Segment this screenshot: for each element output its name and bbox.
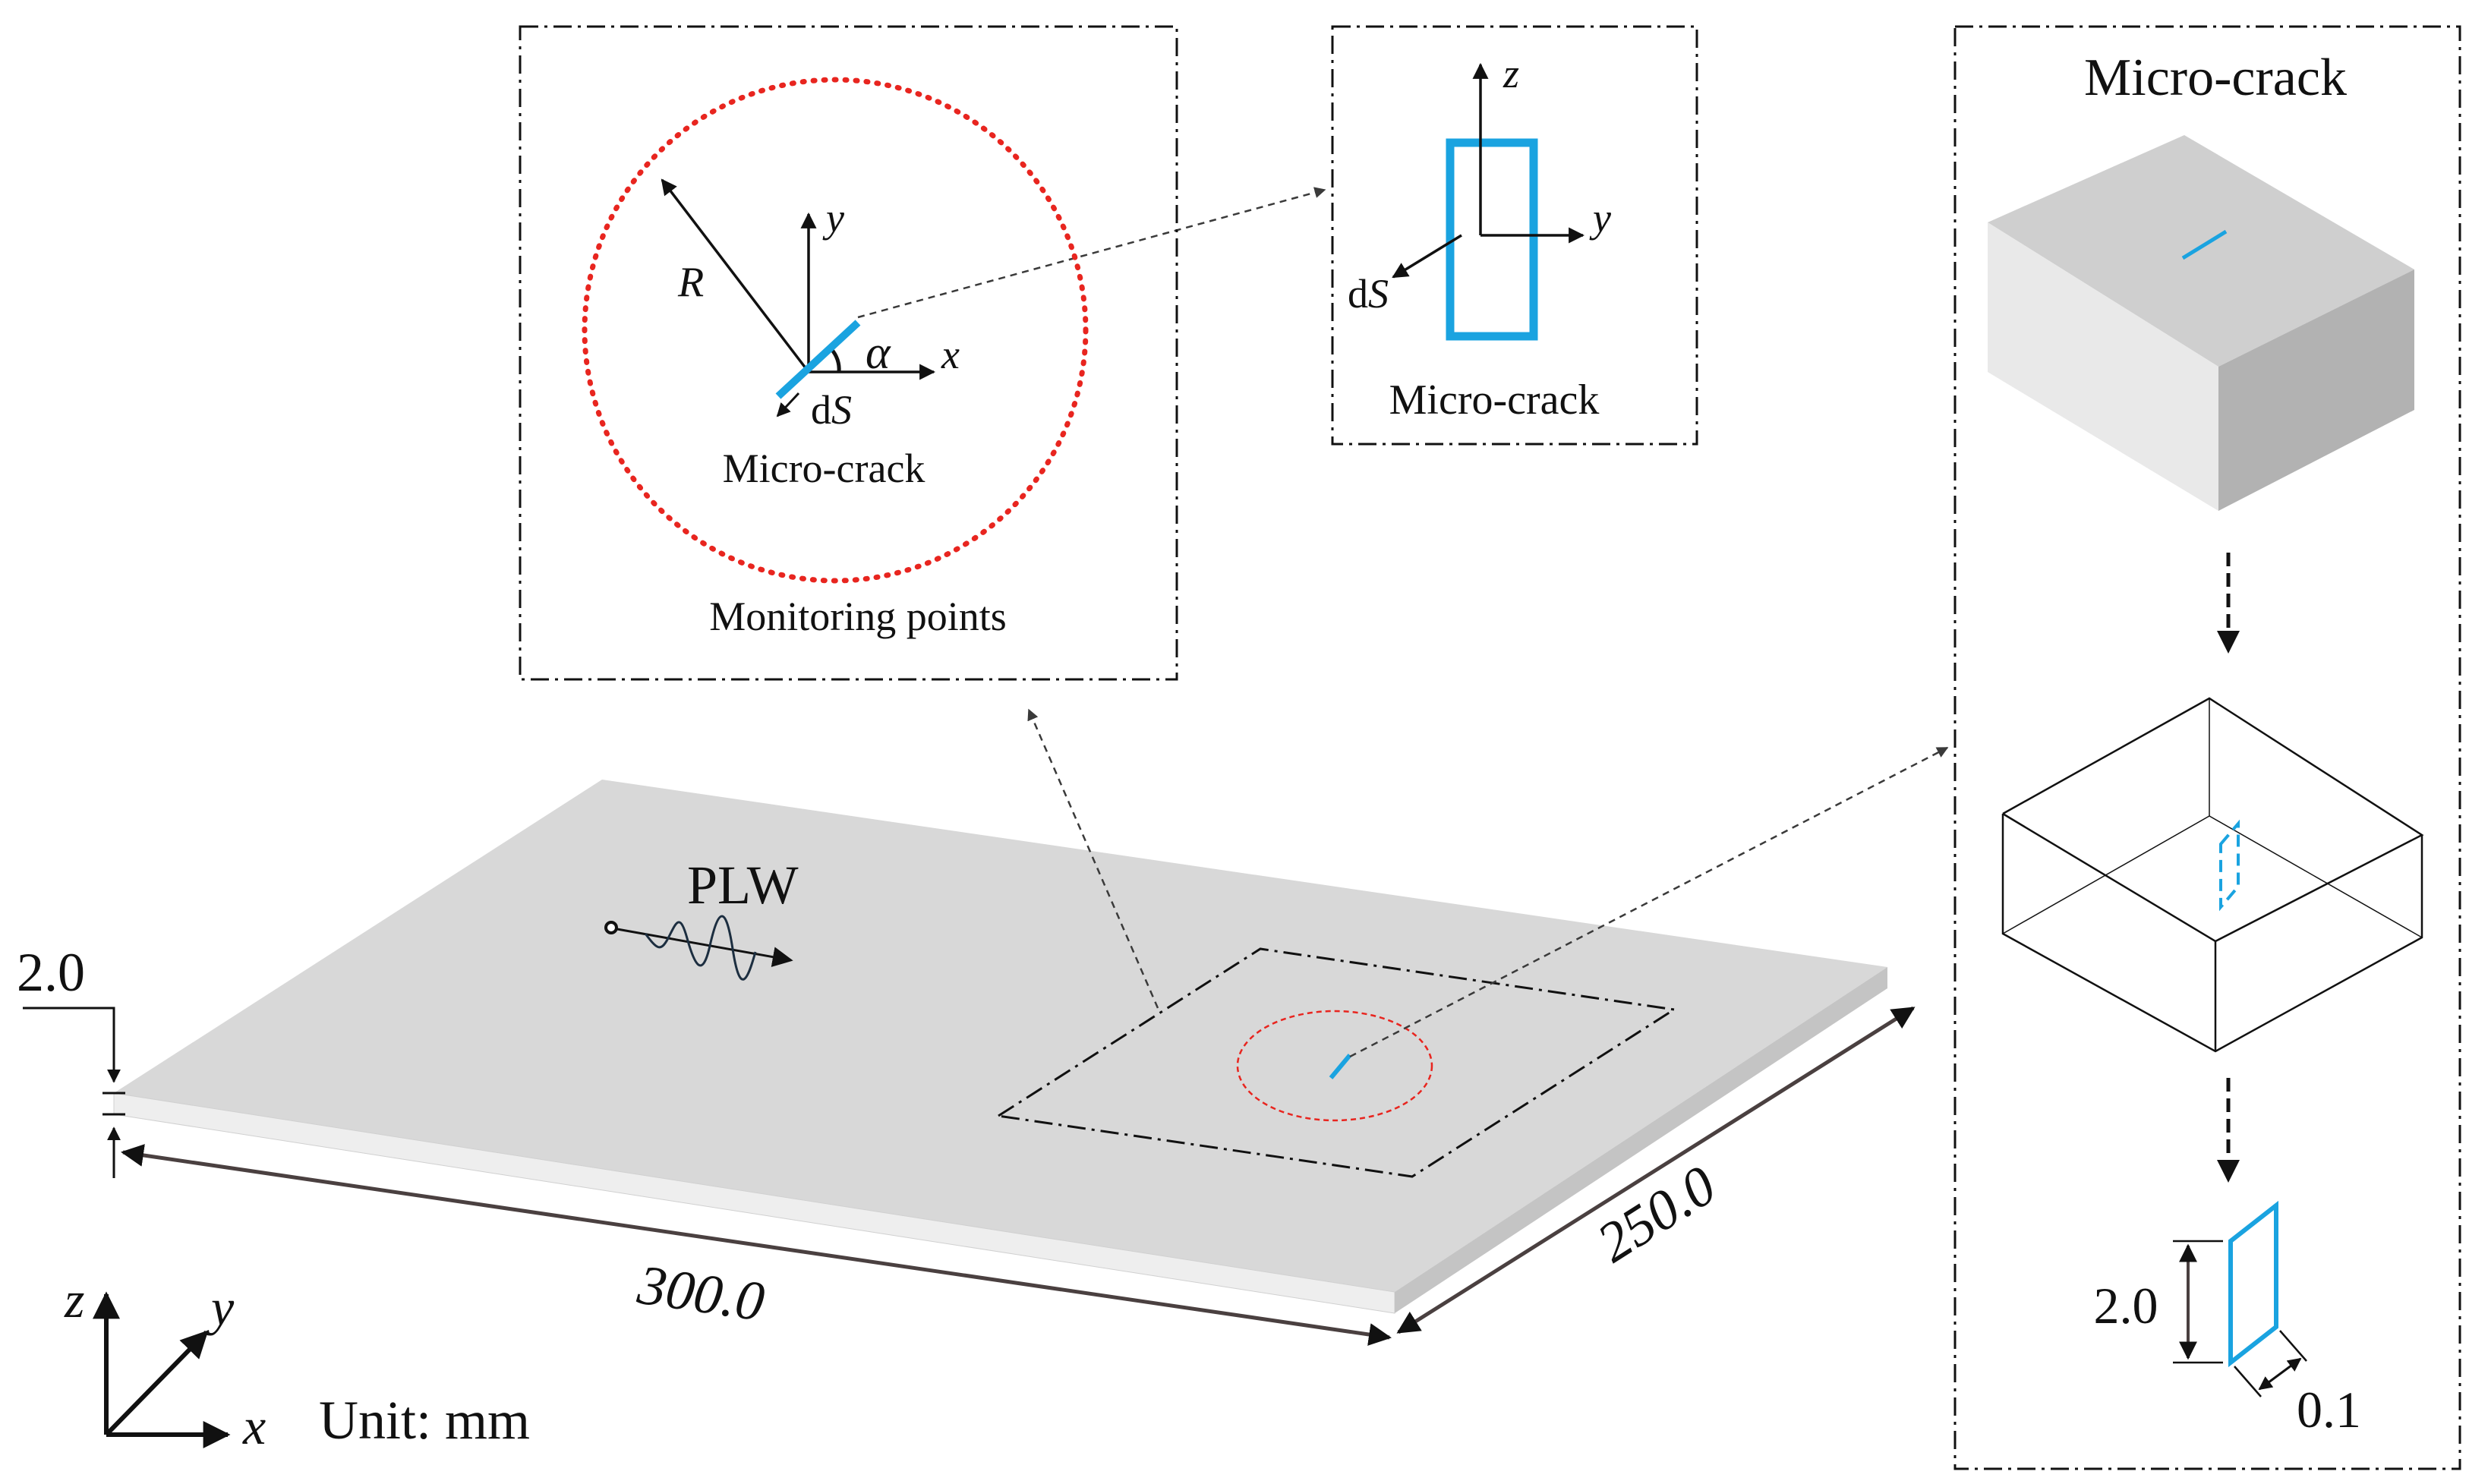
thickness-label: 2.0 (17, 942, 85, 1003)
coordinate-axes: z y x (64, 1271, 266, 1455)
leader-to-crack-panel (1349, 746, 1949, 1058)
crack-panel: Micro-crack 2.0 (1953, 25, 2461, 1470)
monitoring-panel-frame (519, 25, 1178, 681)
section-y-label: y (1589, 195, 1611, 241)
micro-crack-small (1329, 1054, 1352, 1079)
solid-block-left (1988, 222, 2218, 511)
angle-label: α (866, 327, 891, 379)
section-ds-arrow (1392, 234, 1462, 279)
ds-arrow (776, 392, 800, 417)
leader-to-monitoring-panel (1027, 708, 1159, 1009)
crack-detail: 2.0 0.1 (2094, 1200, 2361, 1438)
thickness-dimension: 2.0 (17, 942, 125, 1178)
monitoring-panel: R y x α dS Micro-crack Monitoring points (519, 25, 1178, 681)
crack-width-arrow (2258, 1357, 2302, 1391)
micro-crack-line (775, 320, 861, 399)
angle-arc (830, 348, 841, 373)
ds-label: dS (811, 387, 852, 433)
wave-packet-icon (644, 915, 757, 981)
monitoring-caption: Monitoring points (709, 594, 1007, 639)
wave-source-icon (604, 921, 618, 934)
section-panel-frame (1331, 25, 1698, 446)
radius-label: R (677, 259, 704, 306)
solid-block-crack (2181, 229, 2228, 260)
crack-section-rect (1446, 138, 1538, 341)
crack-height-label: 2.0 (2094, 1277, 2158, 1334)
axis-x-label: x (242, 1397, 266, 1455)
y-axis-label: y (822, 195, 844, 241)
axis-z-label: z (64, 1271, 84, 1328)
section-caption: Micro-crack (1389, 377, 1600, 424)
plw-label: PLW (687, 855, 799, 915)
monitoring-points-circle (582, 77, 1089, 584)
solid-block (1988, 135, 2414, 511)
length-label: 300.0 (633, 1254, 768, 1334)
solid-block-top (1988, 135, 2414, 367)
wireframe-block (2001, 697, 2424, 1053)
unit-label: Unit: mm (319, 1390, 530, 1451)
wireframe-crack (2219, 819, 2240, 912)
crack-width-label: 0.1 (2297, 1381, 2361, 1438)
x-axis-label: x (941, 332, 960, 377)
section-panel: z y dS Micro-crack (1331, 25, 1698, 446)
axis-y-label: y (207, 1278, 235, 1336)
section-z-label: z (1503, 51, 1519, 96)
crack-panel-title: Micro-crack (2084, 49, 2347, 107)
radius-arrow (661, 178, 810, 373)
leader-to-section-panel (857, 187, 1326, 319)
section-ds-label: dS (1348, 271, 1389, 317)
plw-wave: PLW (604, 855, 799, 981)
crack-label: Micro-crack (723, 446, 925, 491)
solid-block-right (2218, 269, 2414, 511)
crack-panel-frame (1953, 25, 2461, 1470)
crack-detail-plane (2228, 1200, 2278, 1368)
